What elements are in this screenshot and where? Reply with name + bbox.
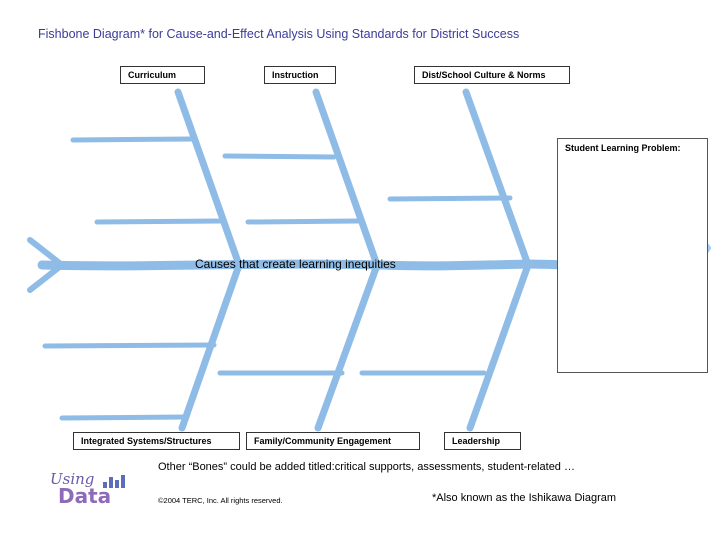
bone-integrated-systems (178, 264, 242, 432)
using-data-logo: Using Data (50, 468, 130, 512)
bar-chart-icon (103, 475, 125, 488)
category-instruction: Instruction (264, 66, 336, 84)
bone-leadership (466, 264, 531, 432)
problem-box: Student Learning Problem: (557, 138, 708, 373)
problem-label: Student Learning Problem: (565, 143, 681, 153)
category-leadership: Leadership (444, 432, 521, 450)
other-bones-note: Other “Bones” could be added titled:crit… (158, 461, 575, 473)
ishikawa-note: *Also known as the Ishikawa Diagram (432, 492, 617, 504)
spine (27, 237, 567, 293)
spine-label: Causes that create learning inequities (195, 257, 396, 271)
bone-culture (462, 88, 531, 266)
logo-data-text: Data (58, 484, 112, 508)
logo-using-text: Using (50, 470, 95, 488)
category-curriculum: Curriculum (120, 66, 205, 84)
minor-bones (42, 136, 513, 421)
bone-family-community (314, 264, 380, 432)
category-family-community: Family/Community Engagement (246, 432, 420, 450)
bone-curriculum (174, 88, 242, 266)
category-integrated-systems: Integrated Systems/Structures (73, 432, 240, 450)
copyright: ©2004 TERC, Inc. All rights reserved. (158, 496, 283, 505)
category-culture-norms: Dist/School Culture & Norms (414, 66, 570, 84)
bone-instruction (312, 88, 380, 266)
page-title: Fishbone Diagram* for Cause-and-Effect A… (38, 27, 520, 41)
major-bones (174, 88, 531, 432)
